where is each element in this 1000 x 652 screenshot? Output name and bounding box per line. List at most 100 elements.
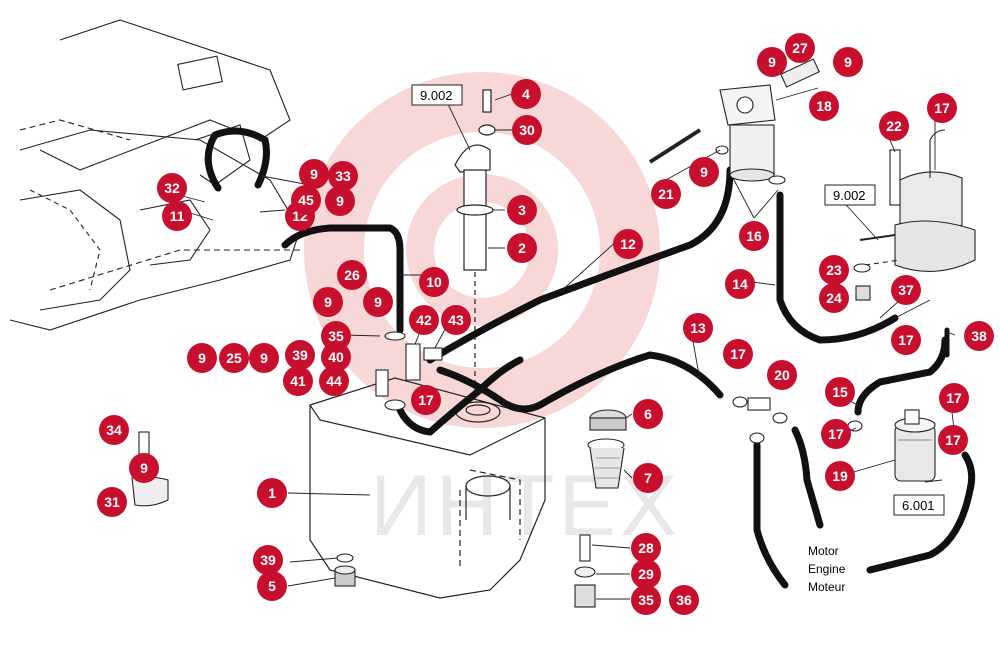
callout-17: 17 xyxy=(821,419,851,449)
callout-10: 10 xyxy=(419,267,449,297)
callout-label: 21 xyxy=(658,186,674,202)
callout-circle xyxy=(512,115,542,145)
callout-label: 9 xyxy=(700,164,708,180)
callout-label: 23 xyxy=(826,262,842,278)
callout-18: 18 xyxy=(809,91,839,121)
callout-label: 2 xyxy=(518,240,526,256)
callout-circle xyxy=(328,161,358,191)
callout-9: 9 xyxy=(757,47,787,77)
engine-note-line: Motor xyxy=(808,544,839,558)
callout-7: 7 xyxy=(633,463,663,493)
callout-label: 11 xyxy=(170,208,185,224)
callout-circle xyxy=(253,545,283,575)
callout-11: 11 xyxy=(162,201,192,231)
callout-label: 41 xyxy=(290,373,306,389)
callout-9: 9 xyxy=(129,453,159,483)
callout-circle xyxy=(409,305,439,335)
callout-label: 17 xyxy=(828,426,844,442)
ref-label: 9.002 xyxy=(833,188,866,203)
callout-17: 17 xyxy=(927,93,957,123)
callout-17: 17 xyxy=(938,425,968,455)
callout-circle xyxy=(157,173,187,203)
callout-label: 12 xyxy=(620,236,636,252)
callout-39: 39 xyxy=(285,340,315,370)
callout-1: 1 xyxy=(257,478,287,508)
callout-44: 44 xyxy=(319,366,349,396)
callout-circle xyxy=(825,461,855,491)
callout-39: 39 xyxy=(253,545,283,575)
callout-circle xyxy=(613,229,643,259)
callout-label: 22 xyxy=(886,118,902,134)
callout-circle xyxy=(291,185,321,215)
callout-38: 38 xyxy=(964,321,994,351)
callout-41: 41 xyxy=(283,366,313,396)
callout-circle xyxy=(631,585,661,615)
callout-circle xyxy=(129,453,159,483)
engine-note: Motor Engine Moteur xyxy=(808,544,846,594)
callout-label: 39 xyxy=(260,552,276,568)
callout-label: 18 xyxy=(816,98,832,114)
callout-circle xyxy=(187,343,217,373)
callout-label: 13 xyxy=(690,320,706,336)
fuel-sender xyxy=(454,89,496,400)
callout-9: 9 xyxy=(833,47,863,77)
callout-label: 30 xyxy=(519,122,535,138)
callout-label: 25 xyxy=(226,350,242,366)
callout-circle xyxy=(819,255,849,285)
callout-label: 5 xyxy=(268,578,276,594)
callout-33: 33 xyxy=(328,161,358,191)
callout-9: 9 xyxy=(249,343,279,373)
callout-label: 32 xyxy=(164,180,180,196)
callout-label: 9 xyxy=(310,166,318,182)
callout-9: 9 xyxy=(299,159,329,189)
callout-circle xyxy=(739,221,769,251)
callout-30: 30 xyxy=(512,115,542,145)
callout-34: 34 xyxy=(99,415,129,445)
callout-label: 17 xyxy=(898,332,914,348)
callout-label: 9 xyxy=(198,350,206,366)
callout-label: 9 xyxy=(260,350,268,366)
ref-box-6001: 6.001 xyxy=(893,494,945,516)
bottom-bolt-stack xyxy=(574,534,596,608)
callout-circle xyxy=(927,93,957,123)
callout-circle xyxy=(825,377,855,407)
callout-29: 29 xyxy=(631,559,661,589)
callout-25: 25 xyxy=(219,343,249,373)
callout-circle xyxy=(285,340,315,370)
callout-label: 9 xyxy=(844,54,852,70)
callout-45: 45 xyxy=(291,185,321,215)
callout-label: 35 xyxy=(638,592,654,608)
callout-circle xyxy=(219,343,249,373)
callout-label: 42 xyxy=(416,312,432,328)
callout-24: 24 xyxy=(819,283,849,313)
callout-circle xyxy=(257,571,287,601)
callout-19: 19 xyxy=(825,461,855,491)
callout-3: 3 xyxy=(507,195,537,225)
callout-circle xyxy=(631,533,661,563)
callout-circle xyxy=(363,287,393,317)
callout-circle xyxy=(99,415,129,445)
callout-23: 23 xyxy=(819,255,849,285)
fuel-hoses xyxy=(204,127,976,589)
callout-circle xyxy=(507,195,537,225)
callout-31: 31 xyxy=(97,487,127,517)
ref-label: 9.002 xyxy=(420,88,453,103)
callout-circle xyxy=(249,343,279,373)
callout-circle xyxy=(511,79,541,109)
callout-label: 9 xyxy=(336,193,344,209)
callout-circle xyxy=(283,366,313,396)
callout-circle xyxy=(757,47,787,77)
callout-20: 20 xyxy=(767,360,797,390)
callout-circle xyxy=(441,305,471,335)
callout-circle xyxy=(809,91,839,121)
callout-42: 42 xyxy=(409,305,439,335)
callout-label: 4 xyxy=(522,86,530,102)
callout-circle xyxy=(97,487,127,517)
inline-filter xyxy=(894,409,936,482)
callout-circle xyxy=(319,366,349,396)
callout-circle xyxy=(411,385,441,415)
callout-circle xyxy=(321,321,351,351)
callout-circle xyxy=(683,313,713,343)
